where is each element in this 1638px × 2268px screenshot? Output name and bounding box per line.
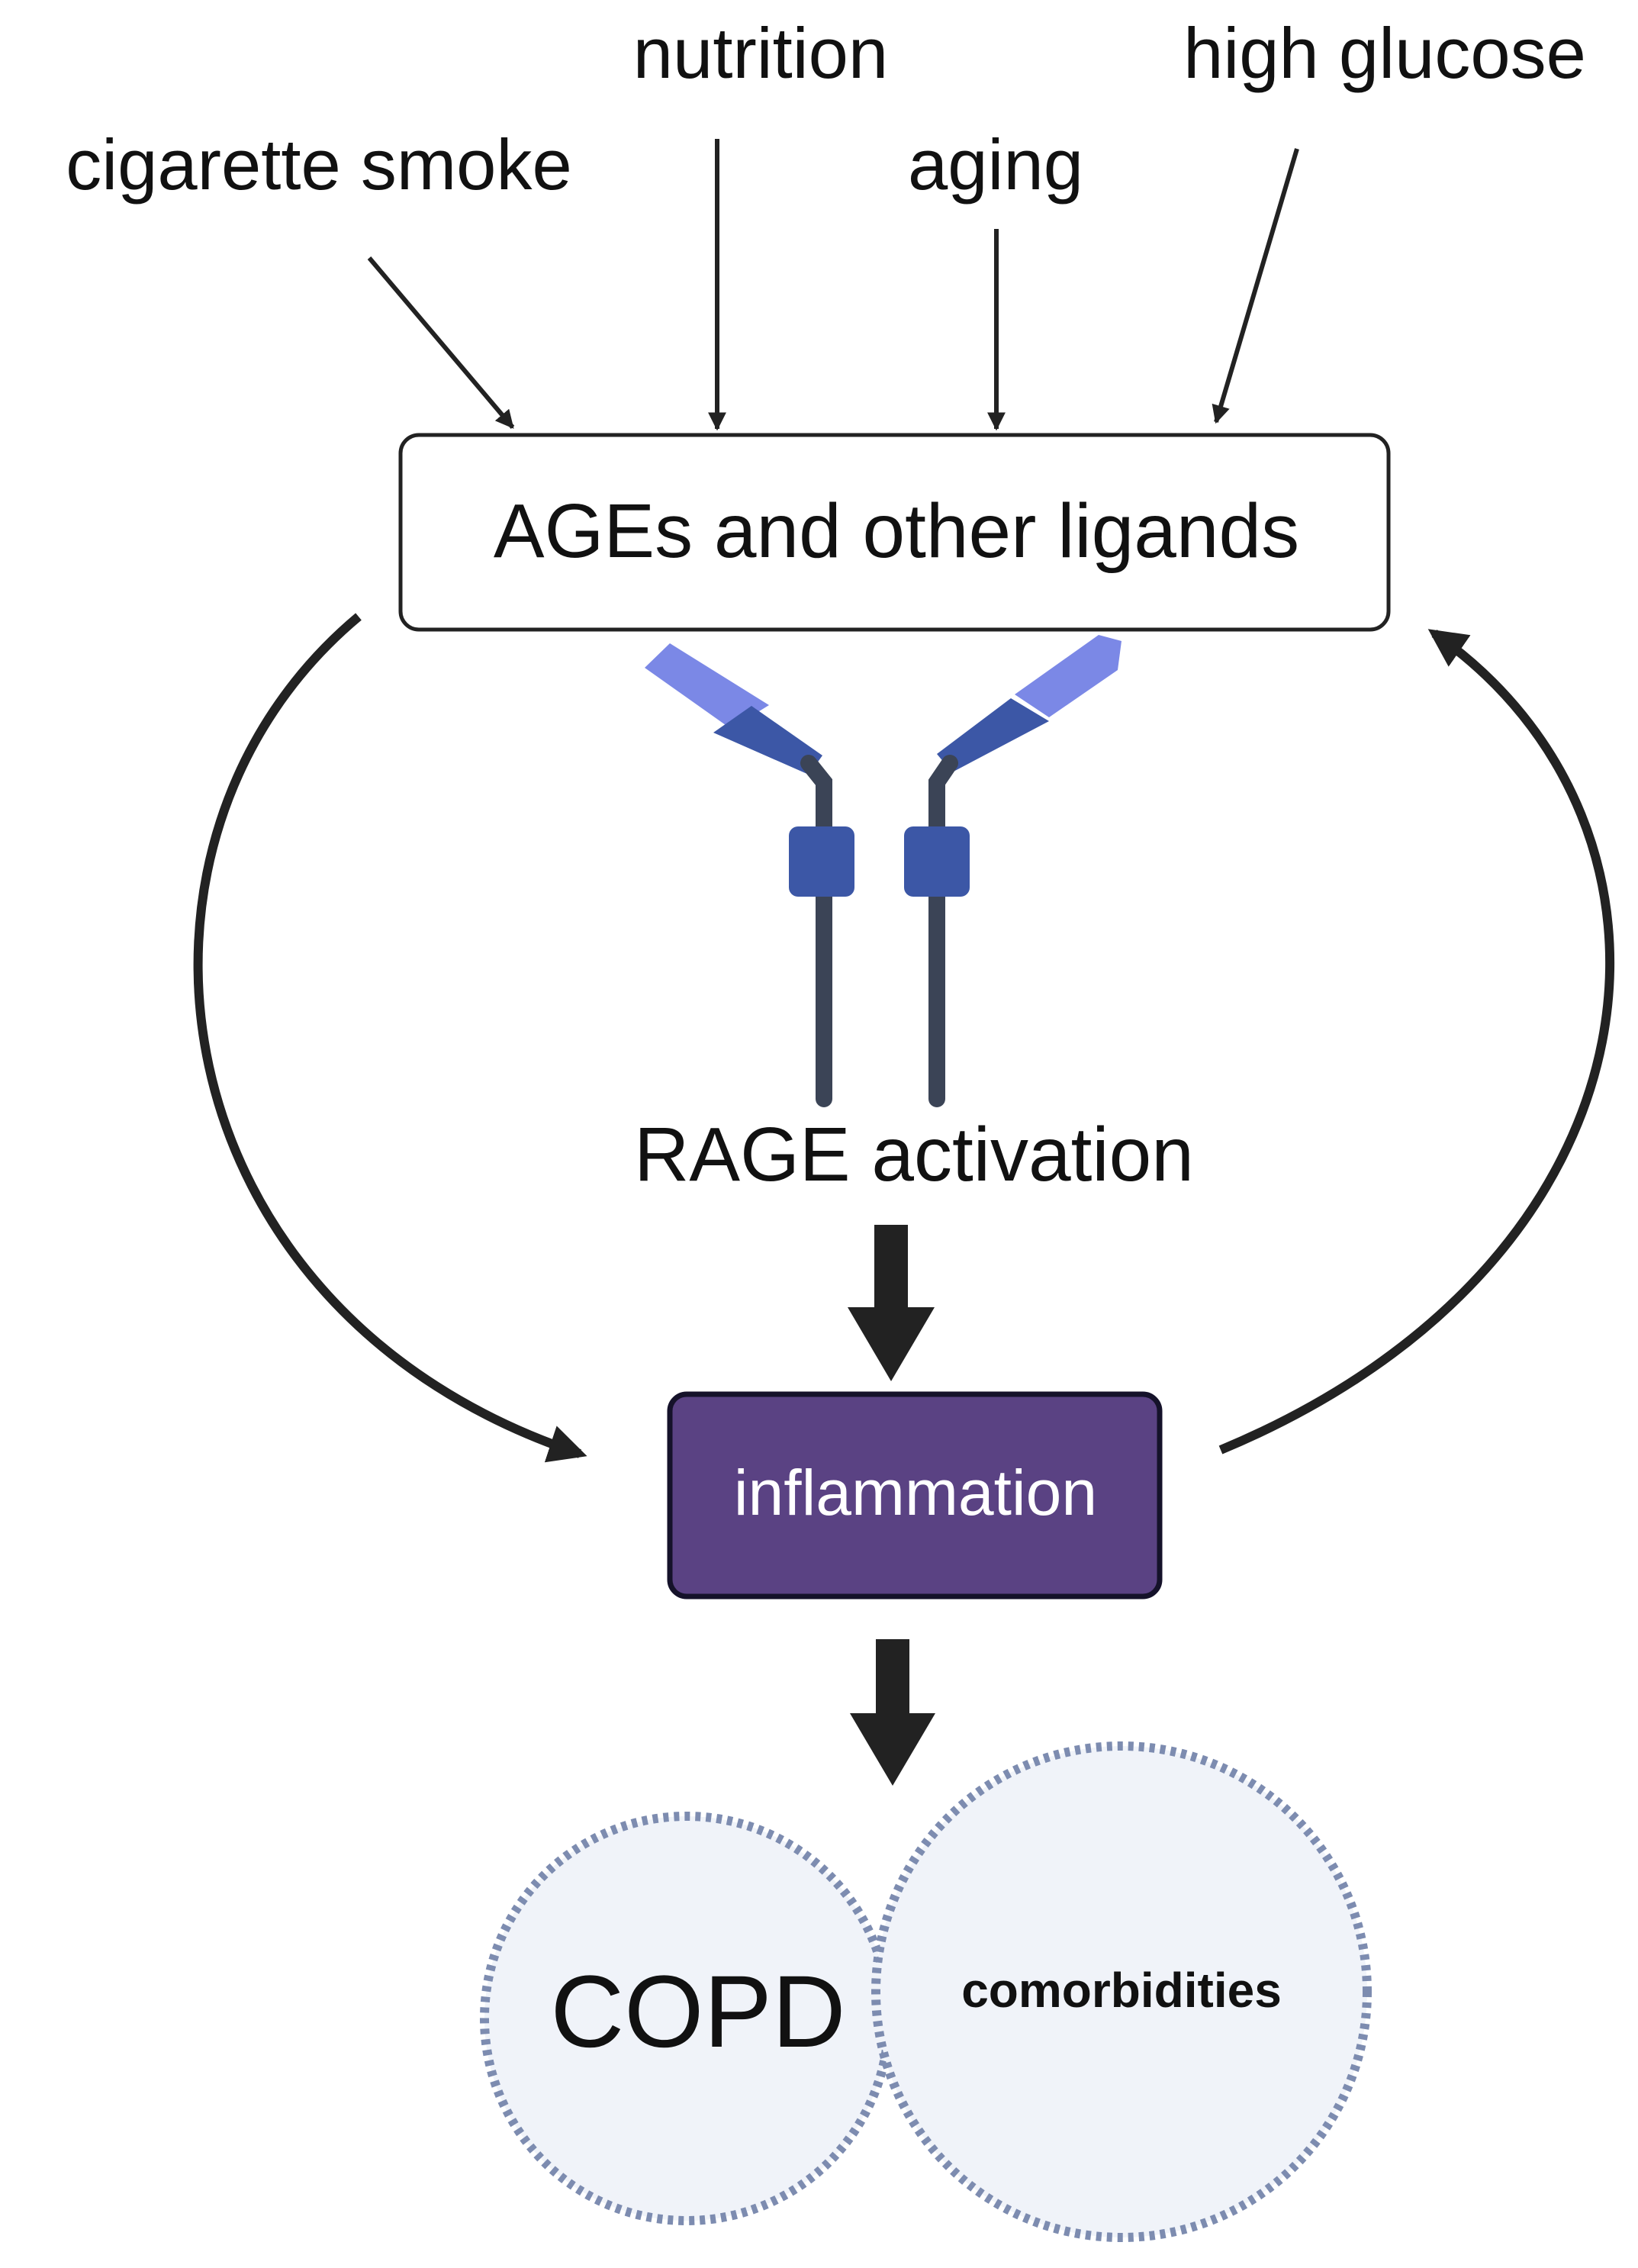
comorbidities-circle: [871, 1741, 1372, 2242]
factor-label-high-glucose: high glucose: [1183, 13, 1586, 93]
ages-ligands-label: AGEs and other ligands: [494, 488, 1299, 574]
factor-label-aging: aging: [908, 124, 1083, 205]
loop-arrow-left: [193, 613, 587, 1463]
factor-label-cigarette-smoke: cigarette smoke: [66, 124, 572, 205]
factor-label-nutrition: nutrition: [633, 13, 888, 93]
receptor-right-stalk: [928, 755, 958, 1107]
receptor-right-light-domain: [1015, 635, 1121, 717]
arrow-rage-to-inflammation: [848, 1225, 935, 1381]
receptor-left-block: [789, 826, 854, 897]
arrow-cigarette-smoke: [367, 256, 515, 429]
rage-receptor-icon: [645, 635, 1121, 1107]
ages-ligands-box: AGEs and other ligands: [398, 433, 1391, 632]
arrow-inflammation-to-outcomes: [850, 1639, 935, 1786]
inflammation-box: inflammation: [667, 1391, 1163, 1600]
inflammation-label: inflammation: [734, 1457, 1097, 1529]
copd-label: COPD: [550, 1955, 845, 2069]
receptor-right-dark-domain: [937, 698, 1049, 772]
receptor-left-stalk: [800, 755, 832, 1107]
comorbidities-label: comorbidities: [961, 1963, 1282, 2018]
loop-arrow-right: [1218, 629, 1615, 1455]
receptor-right-block: [904, 826, 970, 897]
arrow-high-glucose: [1212, 148, 1299, 424]
rage-activation-label: RAGE activation: [634, 1112, 1194, 1197]
receptor-left-dark-domain: [713, 706, 822, 775]
receptor-left-light-domain: [645, 643, 769, 729]
